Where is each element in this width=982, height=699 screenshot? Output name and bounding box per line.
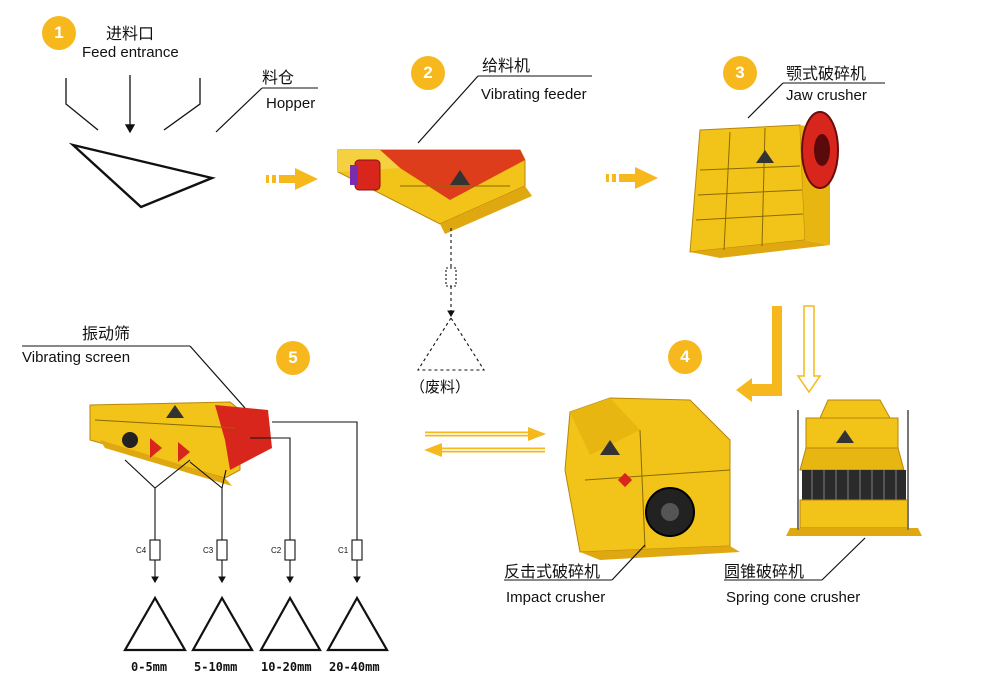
cone-crusher-machine — [786, 399, 922, 536]
hopper-label-cn: 料仓 — [262, 68, 295, 87]
step-1-badge: 1 — [42, 16, 76, 50]
output-size-c4: 0-5mm — [131, 660, 168, 674]
vibrating-screen-label-en: Vibrating screen — [22, 349, 131, 366]
screen-leader-line — [189, 345, 246, 409]
output-size-c2: 10-20mm — [261, 660, 312, 674]
vibrating-feeder-label-cn: 给料机 — [482, 56, 531, 75]
impact-crusher-label-cn: 反击式破碎机 — [504, 562, 601, 581]
flow-arrow-jaw-to-impact — [736, 306, 782, 402]
output-code-c3: C3 — [203, 546, 214, 555]
flow-arrow-impact-to-screen — [425, 427, 546, 441]
jaw-crusher-machine — [689, 111, 839, 258]
product-pile-c4 — [123, 595, 187, 652]
screen-discharge-lines — [124, 421, 363, 584]
product-pile-c1 — [326, 595, 389, 652]
flow-arrow-feeder-to-jaw — [606, 167, 658, 189]
flow-arrow-hopper-to-feeder — [266, 168, 318, 190]
hopper-shape — [68, 142, 216, 209]
jaw-crusher-label-cn: 颚式破碎机 — [786, 64, 867, 83]
jaw-crusher-label-en: Jaw crusher — [786, 87, 867, 104]
product-piles — [123, 595, 389, 652]
flow-arrow-jaw-to-cone — [796, 305, 822, 394]
vibrating-feeder-label-en: Vibrating feeder — [481, 86, 587, 103]
feed-entrance-label-en: Feed entrance — [82, 44, 179, 61]
impact-leader-line — [611, 544, 646, 581]
hopper-leader-line — [215, 87, 263, 133]
waste-label: （废料） — [410, 378, 471, 396]
output-code-c4: C4 — [136, 546, 147, 555]
waste-discharge-path — [416, 228, 486, 371]
product-pile-c2 — [259, 595, 322, 652]
output-code-c2: C2 — [271, 546, 282, 555]
output-size-c3: 5-10mm — [194, 660, 238, 674]
feed-entrance-lines — [65, 75, 201, 134]
jaw-leader-line — [747, 82, 784, 119]
cone-leader-line — [821, 537, 866, 581]
output-code-c1: C1 — [338, 546, 349, 555]
step-4-badge: 4 — [668, 340, 702, 374]
impact-crusher-machine — [564, 397, 740, 560]
cone-crusher-label-cn: 圆锥破碎机 — [724, 562, 805, 581]
vibrating-screen-label-cn: 振动筛 — [82, 324, 131, 343]
output-size-c1: 20-40mm — [329, 660, 380, 674]
vibrating-screen-machine — [89, 401, 272, 486]
product-pile-c3 — [191, 595, 254, 652]
step-3-badge: 3 — [723, 56, 757, 90]
step-2-badge: 2 — [411, 56, 445, 90]
feed-entrance-label-cn: 进料口 — [106, 24, 155, 43]
vibrating-feeder-machine — [337, 149, 532, 234]
feeder-leader-line — [417, 75, 479, 144]
hopper-label-en: Hopper — [266, 95, 316, 112]
cone-crusher-label-en: Spring cone crusher — [726, 589, 861, 606]
flow-arrow-screen-to-impact — [424, 443, 545, 457]
impact-crusher-label-en: Impact crusher — [506, 589, 606, 606]
step-5-badge: 5 — [276, 341, 310, 375]
